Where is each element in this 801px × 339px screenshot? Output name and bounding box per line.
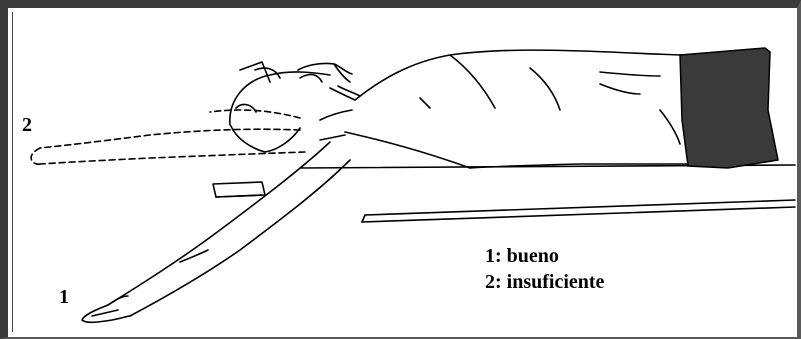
arm-position-2 — [31, 110, 305, 164]
dark-cloth — [680, 48, 778, 168]
position-1-marker: 1 — [59, 287, 69, 307]
position-2-marker: 2 — [22, 115, 32, 135]
legend: 1: bueno 2: insuficiente — [485, 243, 604, 295]
head-block — [213, 182, 265, 197]
table — [300, 165, 795, 222]
arm-position-1 — [82, 142, 350, 322]
head — [230, 62, 360, 152]
legend-item-good: 1: bueno — [485, 243, 604, 269]
legend-item-insufficient: 2: insuficiente — [485, 269, 604, 295]
torso — [320, 50, 700, 168]
